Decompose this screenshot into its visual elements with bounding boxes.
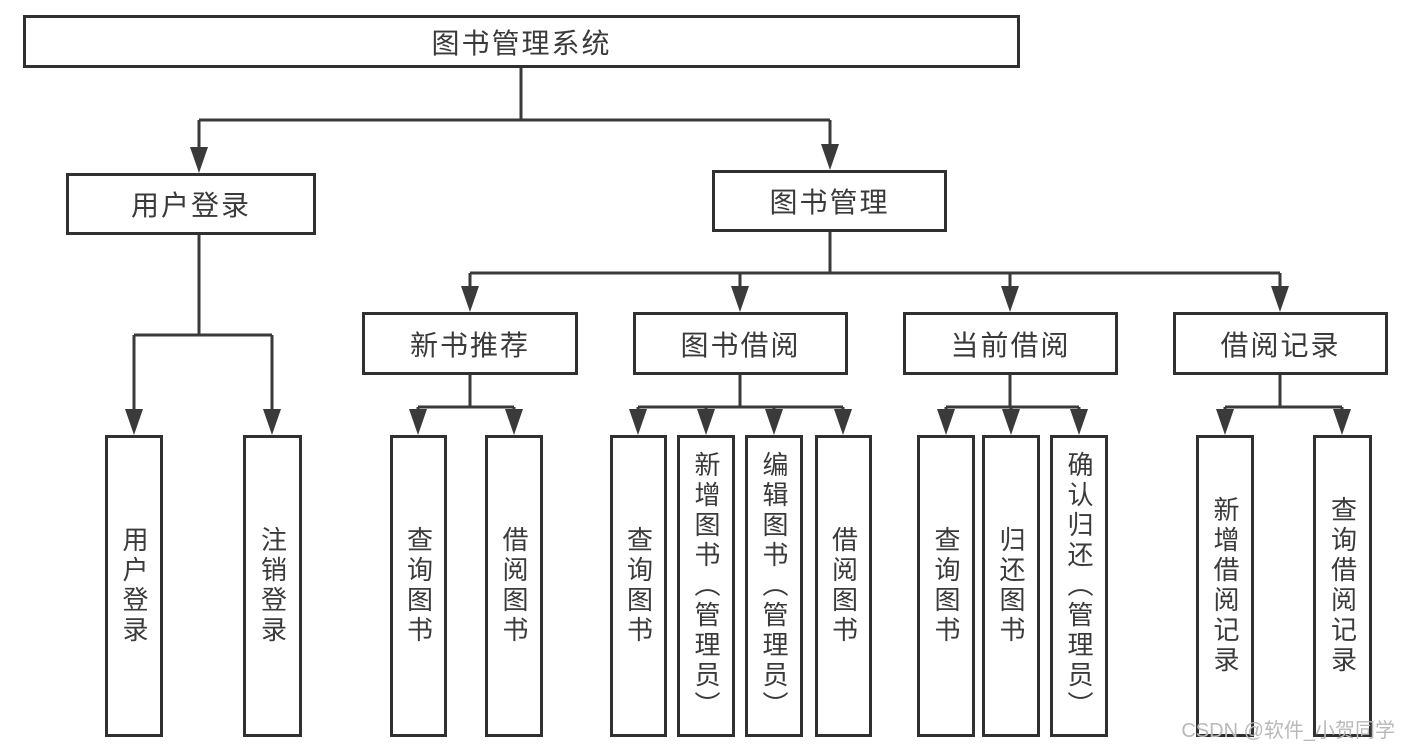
leaf-add-borrow-record-label: 新增借阅记录 [1210, 496, 1240, 676]
leaf-confirm-return-admin: 确认归还（管理员） [1050, 435, 1108, 737]
leaf-add-book-admin: 新增图书（管理员） [677, 435, 735, 737]
leaf-logout: 注销登录 [243, 435, 302, 737]
leaf-user-login: 用户登录 [105, 435, 163, 737]
node-root-label: 图书管理系统 [431, 27, 612, 59]
node-book-borrow: 图书借阅 [633, 312, 848, 375]
node-new-book-recommend: 新书推荐 [362, 312, 578, 375]
node-book-mgmt-label: 图书管理 [769, 187, 890, 218]
leaf-borrow-book-recommend: 借阅图书 [485, 435, 543, 737]
leaf-query-book-current: 查询图书 [917, 435, 975, 737]
node-user-login-label: 用户登录 [130, 190, 251, 221]
node-current-borrow: 当前借阅 [903, 312, 1118, 375]
node-borrow-record: 借阅记录 [1173, 312, 1388, 375]
leaf-borrow-book: 借阅图书 [815, 435, 872, 737]
leaf-query-book-current-label: 查询图书 [931, 526, 961, 646]
connector-book-mgmt-children [461, 232, 1289, 312]
leaf-confirm-return-admin-label: 确认归还（管理员） [1064, 451, 1094, 721]
leaf-borrow-book-recommend-label: 借阅图书 [499, 526, 529, 646]
leaf-query-book-recommend: 查询图书 [390, 435, 447, 737]
leaf-edit-book-admin: 编辑图书（管理员） [745, 435, 803, 737]
node-new-book-recommend-label: 新书推荐 [409, 329, 530, 361]
node-current-borrow-label: 当前借阅 [950, 329, 1071, 361]
leaf-return-book-label: 归还图书 [996, 526, 1026, 646]
leaf-query-borrow-record-label: 查询借阅记录 [1327, 496, 1358, 676]
connector-new-book-children [409, 375, 523, 435]
connector-user-login-children [125, 235, 281, 435]
node-book-borrow-label: 图书借阅 [680, 329, 801, 361]
leaf-query-borrow-record: 查询借阅记录 [1313, 435, 1372, 737]
connector-current-borrow-children [937, 375, 1088, 435]
leaf-query-book-borrow-label: 查询图书 [623, 526, 654, 646]
leaf-user-login-label: 用户登录 [119, 526, 149, 646]
node-user-login: 用户登录 [66, 173, 316, 235]
leaf-query-book-recommend-label: 查询图书 [403, 526, 434, 646]
node-root: 图书管理系统 [23, 15, 1020, 68]
leaf-edit-book-admin-label: 编辑图书（管理员） [759, 451, 789, 721]
leaf-add-borrow-record: 新增借阅记录 [1196, 435, 1254, 737]
leaf-return-book: 归还图书 [982, 435, 1040, 737]
leaf-add-book-admin-label: 新增图书（管理员） [691, 451, 721, 721]
connector-book-borrow-children [629, 375, 852, 435]
csdn-watermark: CSDN @软件_小贺同学 [1181, 720, 1395, 742]
node-borrow-record-label: 借阅记录 [1220, 329, 1341, 361]
leaf-query-book-borrow: 查询图书 [610, 435, 667, 737]
connector-root-to-level2 [190, 68, 839, 173]
connector-borrow-record-children [1216, 375, 1351, 435]
leaf-borrow-book-label: 借阅图书 [828, 526, 859, 646]
node-book-mgmt: 图书管理 [712, 170, 947, 232]
leaf-logout-label: 注销登录 [257, 526, 288, 646]
